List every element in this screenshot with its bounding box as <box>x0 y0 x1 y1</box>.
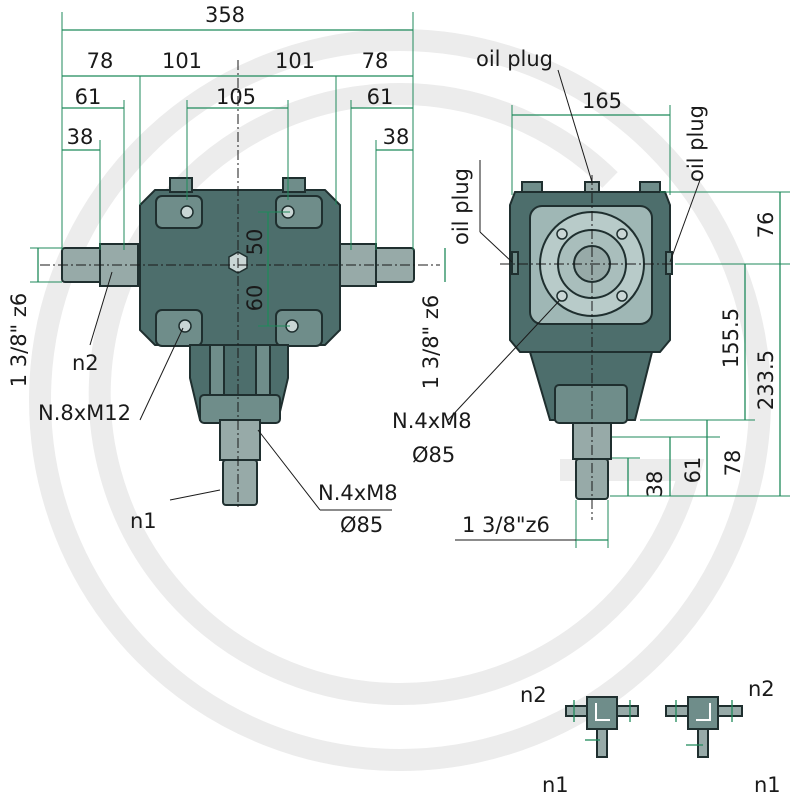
dim-shaft-left-61: 61 <box>75 85 102 109</box>
shaft-dia-left: 1 3/8" z6 <box>7 293 31 388</box>
label-n2-front: n2 <box>72 351 99 375</box>
side-view <box>500 175 690 520</box>
scheme-left-n1: n1 <box>542 773 569 797</box>
dim-shaft-right-38: 38 <box>383 125 410 149</box>
bolt-pad <box>155 195 203 229</box>
scheme-right-n2: n2 <box>748 677 775 701</box>
front-dimensions <box>30 12 446 327</box>
dim-side-61: 61 <box>681 457 705 484</box>
label-bolts-m12: N.8xM12 <box>38 401 131 425</box>
rotation-scheme-left <box>565 696 639 758</box>
dim-shaft-left-38: 38 <box>67 125 94 149</box>
label-oil-plug-top: oil plug <box>476 47 553 71</box>
label-oil-plug-left: oil plug <box>449 168 473 245</box>
label-dia-side: Ø85 <box>412 443 455 467</box>
dim-offset-right: 78 <box>362 49 389 73</box>
bolt-pad <box>275 309 323 347</box>
dim-offset-left: 78 <box>87 49 114 73</box>
dim-shaft-right-61: 61 <box>367 85 394 109</box>
dim-side-76: 76 <box>754 212 778 239</box>
dim-side-38: 38 <box>643 471 667 498</box>
dim-overall-width: 358 <box>205 3 245 27</box>
dim-half-right: 101 <box>275 49 315 73</box>
dim-side-155: 155.5 <box>719 308 743 368</box>
dim-half-left: 101 <box>162 49 202 73</box>
shaft-dia-bottom: 1 3/8"z6 <box>462 513 550 537</box>
dim-side-78: 78 <box>721 450 745 477</box>
label-n1-front: n1 <box>130 509 157 533</box>
shaft-dia-mid: 1 3/8" z6 <box>419 295 443 390</box>
scheme-left-n2: n2 <box>520 683 547 707</box>
scheme-right-n1: n1 <box>754 773 781 797</box>
dim-side-width: 165 <box>582 89 622 113</box>
rotation-scheme-right <box>665 696 743 758</box>
label-oil-plug-right: oil plug <box>684 105 708 182</box>
dim-bolt-spacing: 105 <box>216 85 256 109</box>
side-dimensions <box>455 105 790 548</box>
dim-side-233: 233.5 <box>754 350 778 410</box>
watermark-logo <box>29 29 771 771</box>
dim-vertical-50: 50 <box>243 229 267 256</box>
bottom-shaft <box>219 419 261 461</box>
label-dia-front: Ø85 <box>340 513 383 537</box>
front-view <box>40 60 440 510</box>
label-bolts-m8-front: N.4xM8 <box>318 481 398 505</box>
dim-vertical-60: 60 <box>243 285 267 312</box>
label-bolts-m8-side: N.4xM8 <box>392 409 472 433</box>
